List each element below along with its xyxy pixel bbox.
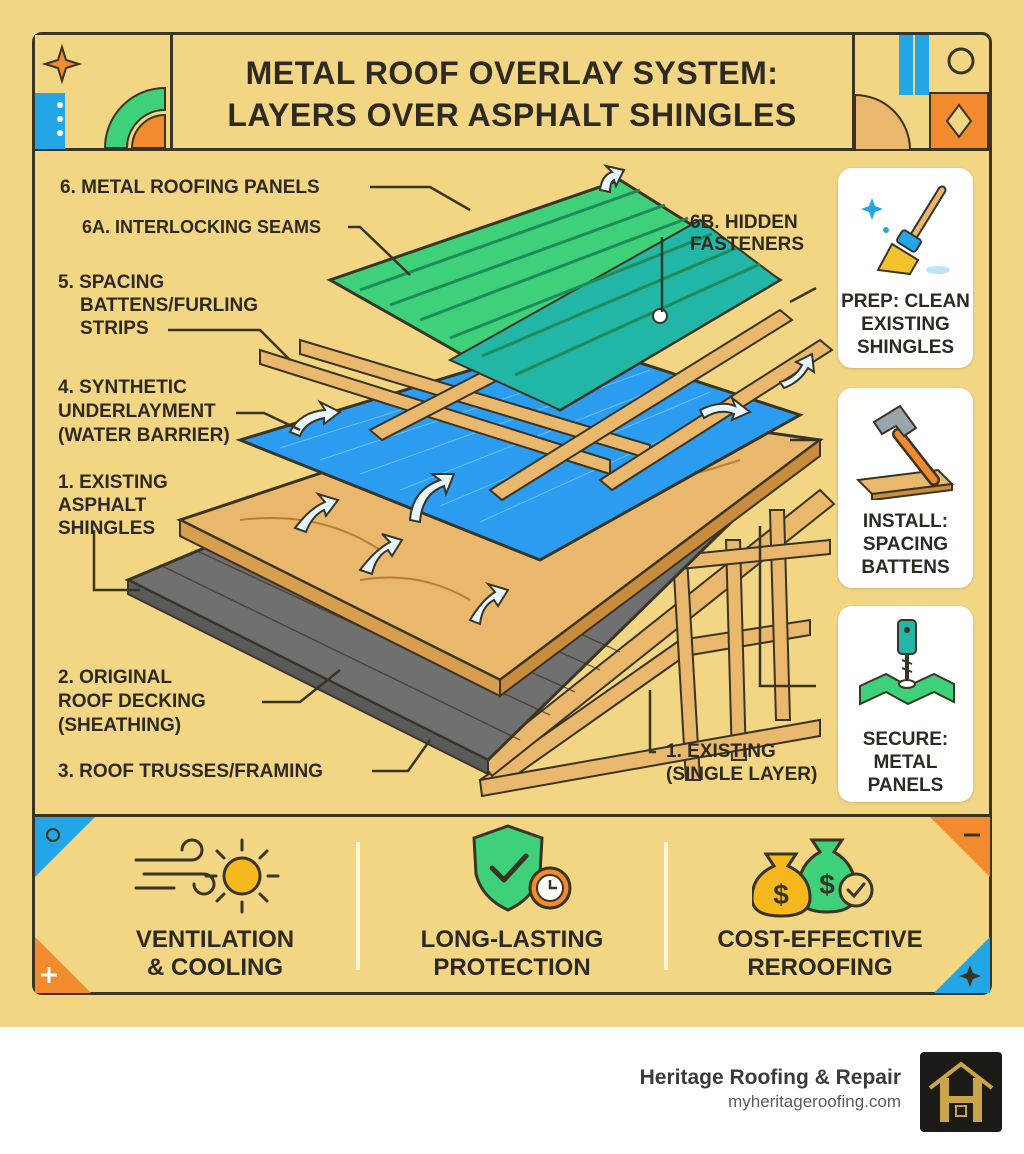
airflow-arrows <box>288 164 816 626</box>
benefit-protection: LONG-LASTING PROTECTION <box>382 926 642 982</box>
header-divider <box>34 148 990 151</box>
label-underlayment-3: (WATER BARRIER) <box>58 425 230 446</box>
label-battens-1: 5. SPACING <box>58 272 165 293</box>
benefit-ventilation: VENTILATION & COOLING <box>100 926 330 982</box>
label-metal-panels: 6. METAL ROOFING PANELS <box>60 177 320 198</box>
check-icon <box>838 872 874 908</box>
benefit-divider-1 <box>356 842 360 970</box>
header-left-divider <box>170 34 173 150</box>
label-underlayment-2: UNDERLAYMENT <box>58 401 216 422</box>
header-right-divider <box>852 34 855 150</box>
title-line-1: METAL ROOF OVERLAY SYSTEM: <box>245 55 779 91</box>
logo-icon <box>928 1061 994 1122</box>
label-decking-3: (SHEATHING) <box>58 715 182 736</box>
step-card-secure: SECURE: METAL PANELS <box>838 606 973 802</box>
label-battens-2: BATTENS/FURLING <box>80 295 259 316</box>
step-card-install: INSTALL: SPACING BATTENS <box>838 388 973 588</box>
clock-icon <box>528 866 572 910</box>
sun-icon <box>204 838 280 914</box>
benefit-cost-line-1: COST-EFFECTIVE <box>717 926 923 953</box>
label-interlocking-seams: 6a. INTERLOCKING SEAMS <box>82 217 322 237</box>
label-existing-2: (SINGLE LAYER) <box>666 764 818 785</box>
brand-name[interactable]: Heritage Roofing & Repair <box>639 1066 901 1089</box>
benefit-cost-line-2: REROOFING <box>747 954 893 981</box>
roof-layers-illustration <box>124 164 836 798</box>
brand-url[interactable]: myheritageroofing.com <box>728 1092 901 1111</box>
broom-icon <box>861 185 950 276</box>
step-install-line-2: SPACING <box>862 534 949 555</box>
benefits-divider <box>34 814 990 817</box>
step-secure-line-1: SECURE: <box>862 729 949 750</box>
benefit-cost: COST-EFFECTIVE REROOFING <box>690 926 950 982</box>
label-trusses: 3. ROOF TRUSSES/FRAMING <box>58 761 323 782</box>
label-shingles-2: ASPHALT <box>58 495 147 516</box>
step-prep-line-2: EXISTING <box>861 314 950 335</box>
step-secure-line-3: PANELS <box>867 775 944 796</box>
step-prep-line-3: SHINGLES <box>856 337 955 358</box>
label-decking-2: ROOF DECKING <box>58 691 206 712</box>
step-prep-line-1: PREP: CLEAN <box>841 291 970 312</box>
drill-icon <box>859 619 955 706</box>
roof-trusses <box>478 488 836 798</box>
benefit-protection-line-1: LONG-LASTING <box>420 926 604 953</box>
benefits-right-decoration <box>930 817 990 993</box>
benefits-left-decoration <box>35 817 95 993</box>
money-bag-icon: $ $ <box>752 838 858 918</box>
benefit-ventilation-line-2: & COOLING <box>147 954 283 981</box>
cost-icons: $ $ <box>752 838 874 918</box>
svg-text:$: $ <box>773 879 789 910</box>
infographic-frame <box>32 32 992 995</box>
label-shingles-1: 1. EXISTING <box>58 472 168 493</box>
protection-icons <box>472 824 572 912</box>
step-card-prep: PREP: CLEAN EXISTING SHINGLES <box>838 168 973 368</box>
step-install-line-3: BATTENS <box>861 557 950 578</box>
footer-bar <box>0 1027 1024 1154</box>
step-secure-line-2: METAL <box>873 752 938 773</box>
ventilation-icons <box>134 838 280 914</box>
header-right-decoration <box>855 35 989 149</box>
label-underlayment-1: 4. SYNTHETIC <box>58 377 187 398</box>
benefit-protection-line-2: PROTECTION <box>433 954 591 981</box>
label-battens-3: STRIPS <box>80 318 149 339</box>
benefit-divider-2 <box>664 842 668 970</box>
company-logo[interactable] <box>920 1052 1002 1132</box>
label-shingles-3: SHINGLES <box>58 518 156 539</box>
wind-icon <box>134 838 216 896</box>
hammer-icon <box>856 404 955 500</box>
svg-text:$: $ <box>819 869 835 900</box>
label-existing-1: 1. EXISTING <box>666 741 776 762</box>
metal-roofing-panels-layer <box>326 178 783 412</box>
step-install-line-1: INSTALL: <box>862 511 949 532</box>
benefit-ventilation-line-1: VENTILATION <box>135 926 295 953</box>
page-title: METAL ROOF OVERLAY SYSTEM: LAYERS OVER A… <box>176 52 848 136</box>
label-decking-1: 2. ORIGINAL <box>58 667 173 688</box>
title-line-2: LAYERS OVER ASPHALT SHINGLES <box>227 97 797 133</box>
label-hidden-fasteners-2: FASTENERS <box>690 234 805 255</box>
label-hidden-fasteners-1: 6b. HIDDEN <box>690 212 798 233</box>
header-left-decoration <box>35 35 170 149</box>
